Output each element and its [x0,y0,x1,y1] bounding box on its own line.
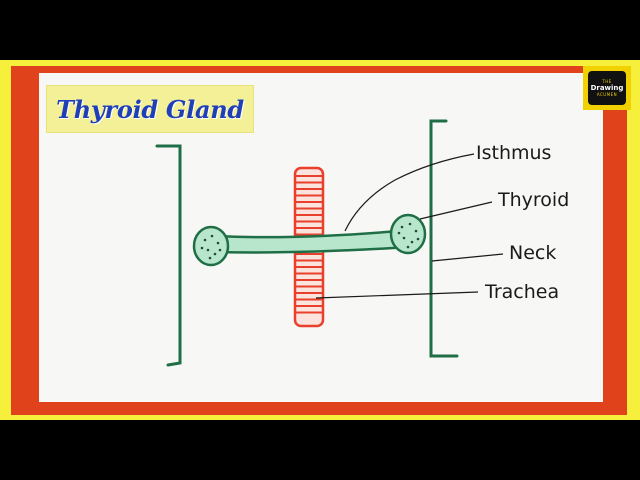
right-neck-bracket [431,121,457,356]
left-neck-bracket [157,146,180,365]
left-thyroid-lobe [194,227,228,265]
neck-label: Neck [509,242,556,264]
neck-leader-line [432,254,503,261]
thyroid-label: Thyroid [497,189,569,211]
right-thyroid-lobe [391,215,425,253]
isthmus-label: Isthmus [476,142,551,164]
trachea-label: Trachea [484,281,559,303]
trachea-leader-line [316,292,478,298]
